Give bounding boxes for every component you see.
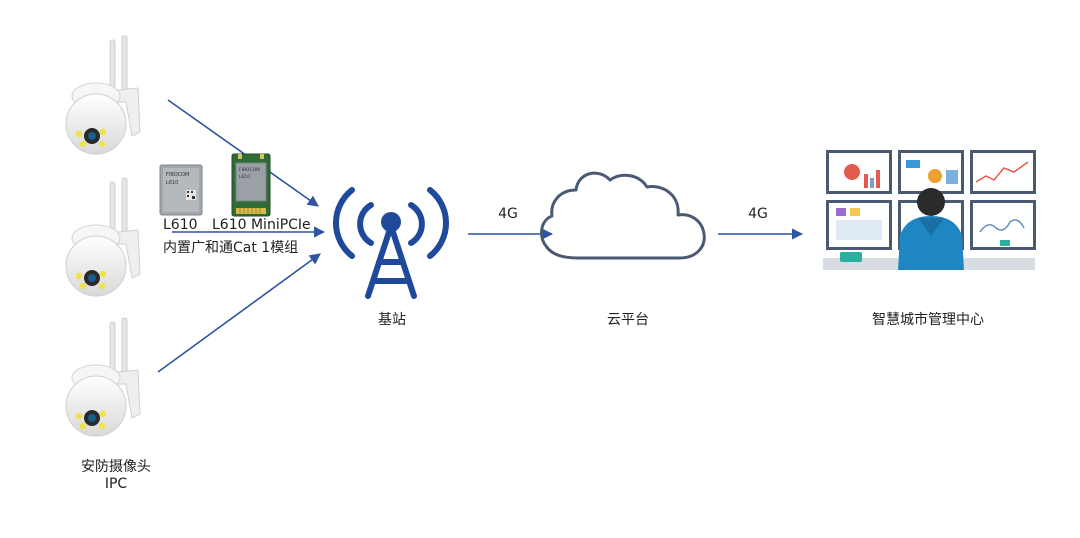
module-description-label: 内置广和通Cat 1模组	[163, 240, 299, 256]
link-label-4g-2: 4G	[748, 206, 768, 222]
minipcie-label: L610 MiniPCIe	[212, 217, 311, 233]
svg-text:L610: L610	[166, 180, 178, 186]
cloud-platform-icon	[539, 171, 706, 260]
l610-label: L610	[163, 217, 198, 233]
management-center-image	[823, 150, 1036, 270]
ip-camera-1	[65, 35, 141, 155]
l610-minipcie-card-image: FIBOCOM L610	[231, 153, 271, 217]
svg-text:FIBOCOM: FIBOCOM	[239, 167, 260, 173]
base-station-label: 基站	[378, 312, 406, 328]
arrow-camera3-to-base	[157, 253, 321, 373]
camera-label: 安防摄像头	[81, 459, 151, 475]
svg-text:L610: L610	[239, 174, 250, 180]
link-label-4g-1: 4G	[498, 206, 518, 222]
camera-type-label: IPC	[104, 476, 128, 492]
cloud-platform-label: 云平台	[607, 312, 649, 328]
management-center-label: 智慧城市管理中心	[872, 312, 984, 328]
ip-camera-3	[65, 317, 141, 437]
base-station-tower-icon	[333, 187, 449, 299]
arrow-camera1-to-base	[167, 99, 319, 207]
svg-text:FIBOCOM: FIBOCOM	[166, 172, 189, 178]
ip-camera-2	[65, 177, 141, 297]
l610-module-image: FIBOCOM L610	[159, 164, 203, 216]
